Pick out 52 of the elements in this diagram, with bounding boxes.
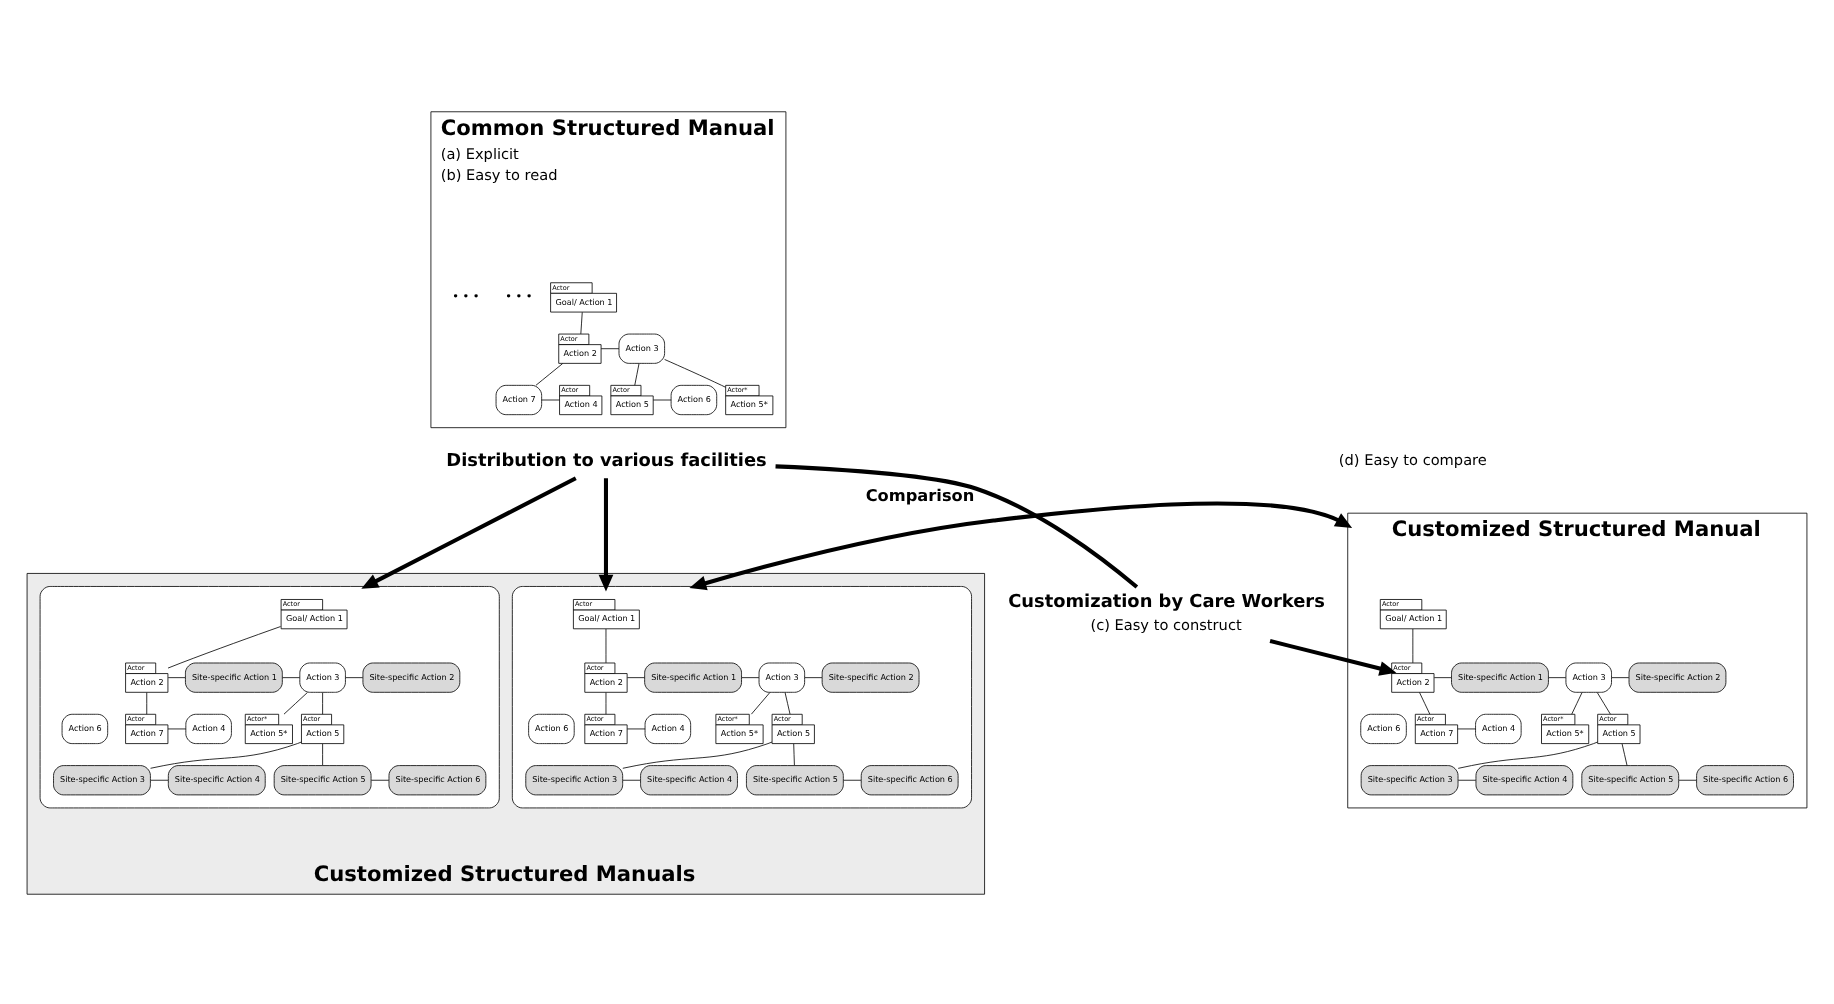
connector <box>1433 676 1452 678</box>
connector <box>775 463 1139 588</box>
connector <box>345 676 364 678</box>
connector <box>1596 691 1611 714</box>
connector <box>541 398 560 400</box>
connector <box>150 740 302 768</box>
connector <box>1611 676 1630 678</box>
connector <box>1412 627 1414 663</box>
connector <box>843 778 862 780</box>
connector <box>580 310 583 334</box>
connector <box>322 742 324 765</box>
connector <box>283 691 308 714</box>
connector <box>1678 778 1697 780</box>
connector <box>600 347 620 349</box>
connector <box>167 727 187 729</box>
connector <box>1571 691 1583 714</box>
connector <box>1457 727 1476 729</box>
connector <box>1457 778 1477 780</box>
connector <box>146 691 148 714</box>
connector <box>793 742 795 765</box>
arrow <box>598 477 614 591</box>
connector <box>626 727 646 729</box>
connector <box>622 778 641 780</box>
connector <box>784 691 791 714</box>
connector <box>652 398 672 400</box>
connector <box>167 625 281 668</box>
connector <box>605 691 607 714</box>
connector <box>741 676 760 678</box>
cluster <box>39 585 500 808</box>
arrow <box>689 500 1353 590</box>
edge-label: Comparison <box>865 483 975 504</box>
arrow <box>361 475 577 588</box>
connector <box>370 778 390 780</box>
connector <box>150 778 169 780</box>
connector <box>1548 676 1567 678</box>
connector <box>1419 691 1431 714</box>
connector <box>751 691 771 714</box>
connector <box>627 676 645 678</box>
cluster <box>511 585 972 808</box>
connector <box>1621 742 1628 765</box>
arrow <box>1269 638 1397 675</box>
connector <box>634 362 640 385</box>
connector <box>1457 740 1598 768</box>
connector <box>622 740 773 768</box>
connector <box>167 676 186 678</box>
node-text: Distribution to various facilities <box>446 450 767 471</box>
connector <box>282 676 301 678</box>
node-text: Customization by Care Workers <box>1008 592 1325 613</box>
connector <box>322 691 324 714</box>
connector <box>535 362 563 385</box>
connector <box>804 676 823 678</box>
connector <box>664 358 726 387</box>
